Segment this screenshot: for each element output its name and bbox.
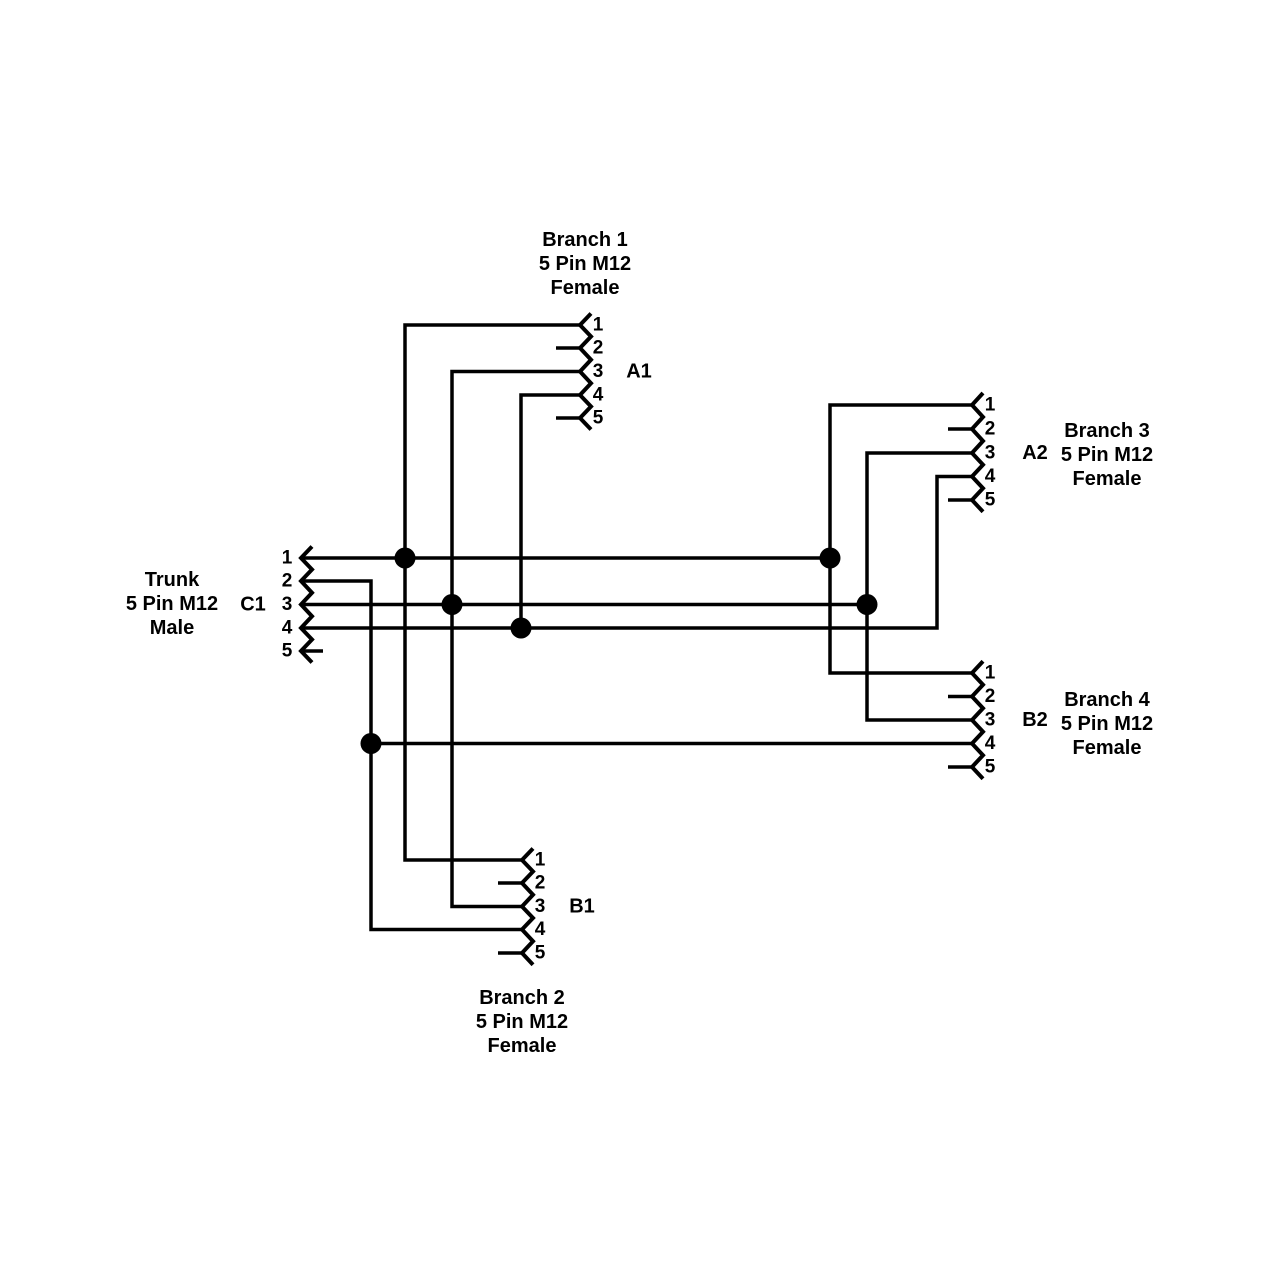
pin-number-c1-4: 4 [282,618,293,639]
connector-label-a1-line1: Branch 1 [542,229,628,251]
pin-number-a1-3: 3 [593,361,604,382]
junction-dot-1 [394,547,416,569]
wire-pin3-left-drop [450,369,580,909]
connector-label-b1-line3: Female [488,1035,557,1057]
connector-label-b2-line1: Branch 4 [1064,689,1150,711]
wire-trunk-pin2-feed [301,579,522,932]
pin-number-b1-5: 5 [535,943,546,964]
connector-ref-c1: C1 [240,594,266,616]
connector-label-c1-line2: 5 Pin M12 [126,593,218,615]
connector-label-a2-line3: Female [1073,468,1142,490]
connector-ref-b1: B1 [569,896,595,918]
wire-pin1-left-drop [403,323,580,862]
connector-label-c1-line1: Trunk [145,569,200,591]
wire-pin3-right-drop [865,451,972,722]
pin-number-c1-1: 1 [282,548,293,569]
connector-symbol-b1-icon [519,847,536,967]
pin-number-b1-3: 3 [535,896,546,917]
junction-dot-5 [510,617,532,639]
junction-dot-2 [819,547,841,569]
junction-dot-4 [856,594,878,615]
connector-label-c1-line3: Male [150,617,194,639]
pin-number-b1-1: 1 [535,850,546,871]
pin-number-a1-4: 4 [593,385,604,406]
connector-label-b2-line3: Female [1073,737,1142,759]
connector-symbol-c1-icon [298,545,315,664]
pin-number-b1-2: 2 [535,873,546,894]
pin-number-a2-2: 2 [985,419,996,440]
pin-number-b2-4: 4 [985,733,996,754]
pin-number-b2-5: 5 [985,757,996,778]
pin-number-c1-2: 2 [282,571,293,592]
pin-number-a2-3: 3 [985,443,996,464]
connector-ref-a2: A2 [1022,442,1048,464]
pin-number-a1-1: 1 [593,315,604,336]
pin-number-a1-5: 5 [593,408,604,429]
pin-number-a2-5: 5 [985,490,996,511]
wire-pin1-right-drop [828,403,972,675]
connector-symbol-a1-icon [577,312,594,431]
connector-label-a2-line2: 5 Pin M12 [1061,444,1153,466]
connector-symbol-b2-icon [969,659,986,781]
wire-trunk-pin4-feed [301,474,972,630]
pin-number-b2-2: 2 [985,686,996,707]
connector-label-b1-line2: 5 Pin M12 [476,1011,568,1033]
junction-dot-6 [360,733,382,754]
pin-number-c1-3: 3 [282,594,293,615]
junction-dot-3 [441,594,463,615]
pin-number-a2-4: 4 [985,466,996,487]
connector-label-a2-line1: Branch 3 [1064,420,1150,442]
pin-number-c1-5: 5 [282,641,293,662]
connector-ref-a1: A1 [626,361,652,383]
pin-number-b2-3: 3 [985,710,996,731]
connector-symbol-a2-icon [969,391,986,514]
pin-number-b1-4: 4 [535,919,546,940]
pin-number-b2-1: 1 [985,663,996,684]
connector-label-a1-line2: 5 Pin M12 [539,253,631,275]
connector-ref-b2: B2 [1022,709,1048,731]
connector-label-a1-line3: Female [551,277,620,299]
connector-label-b2-line2: 5 Pin M12 [1061,713,1153,735]
connector-label-b1-line1: Branch 2 [479,987,565,1009]
pin-number-a1-2: 2 [593,338,604,359]
wire-branch1-pin4-drop [519,393,580,628]
pin-number-a2-1: 1 [985,395,996,416]
